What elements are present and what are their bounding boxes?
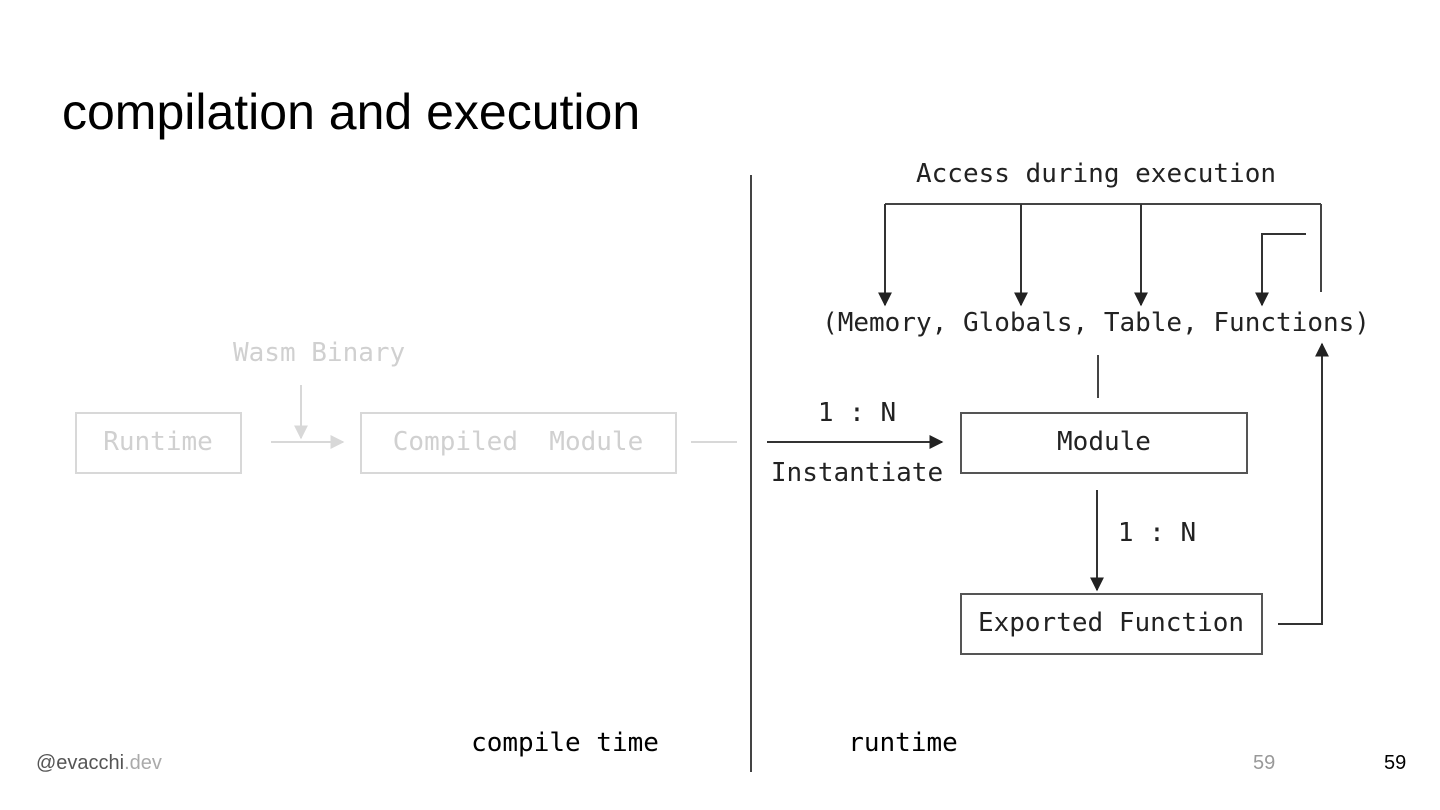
- module-label: Module: [1057, 427, 1151, 457]
- page-number-inner: 59: [1253, 752, 1276, 774]
- export-ratio-label: 1 : N: [1118, 518, 1196, 548]
- runtime-components-label: (Memory, Globals, Table, Functions): [822, 308, 1370, 338]
- instantiate-ratio-label: 1 : N: [818, 398, 896, 428]
- runtime-section-label: runtime: [848, 728, 958, 758]
- access-during-execution-label: Access during execution: [916, 159, 1276, 189]
- runtime-box: [75, 412, 242, 474]
- compiled-module-box: [360, 412, 677, 474]
- author-handle: @evacchi.dev: [36, 752, 162, 775]
- runtime-box-label: Runtime: [103, 427, 213, 457]
- instantiate-label: Instantiate: [771, 458, 943, 488]
- exported-function-label: Exported Function: [978, 608, 1244, 638]
- access-arrow-functions: [1255, 233, 1306, 307]
- compiled-module-label: Compiled Module: [393, 427, 643, 457]
- wasm-binary-label: Wasm Binary: [233, 338, 405, 368]
- module-box: [960, 412, 1248, 474]
- export-feedback-arrow: [1278, 342, 1329, 625]
- exported-function-box: [960, 593, 1263, 655]
- compile-time-label: compile time: [471, 728, 659, 758]
- author-handle-domain: .dev: [124, 752, 162, 774]
- page-title: compilation and execution: [62, 84, 641, 140]
- author-handle-name: @evacchi: [36, 752, 125, 774]
- page-number: 59: [1384, 752, 1407, 774]
